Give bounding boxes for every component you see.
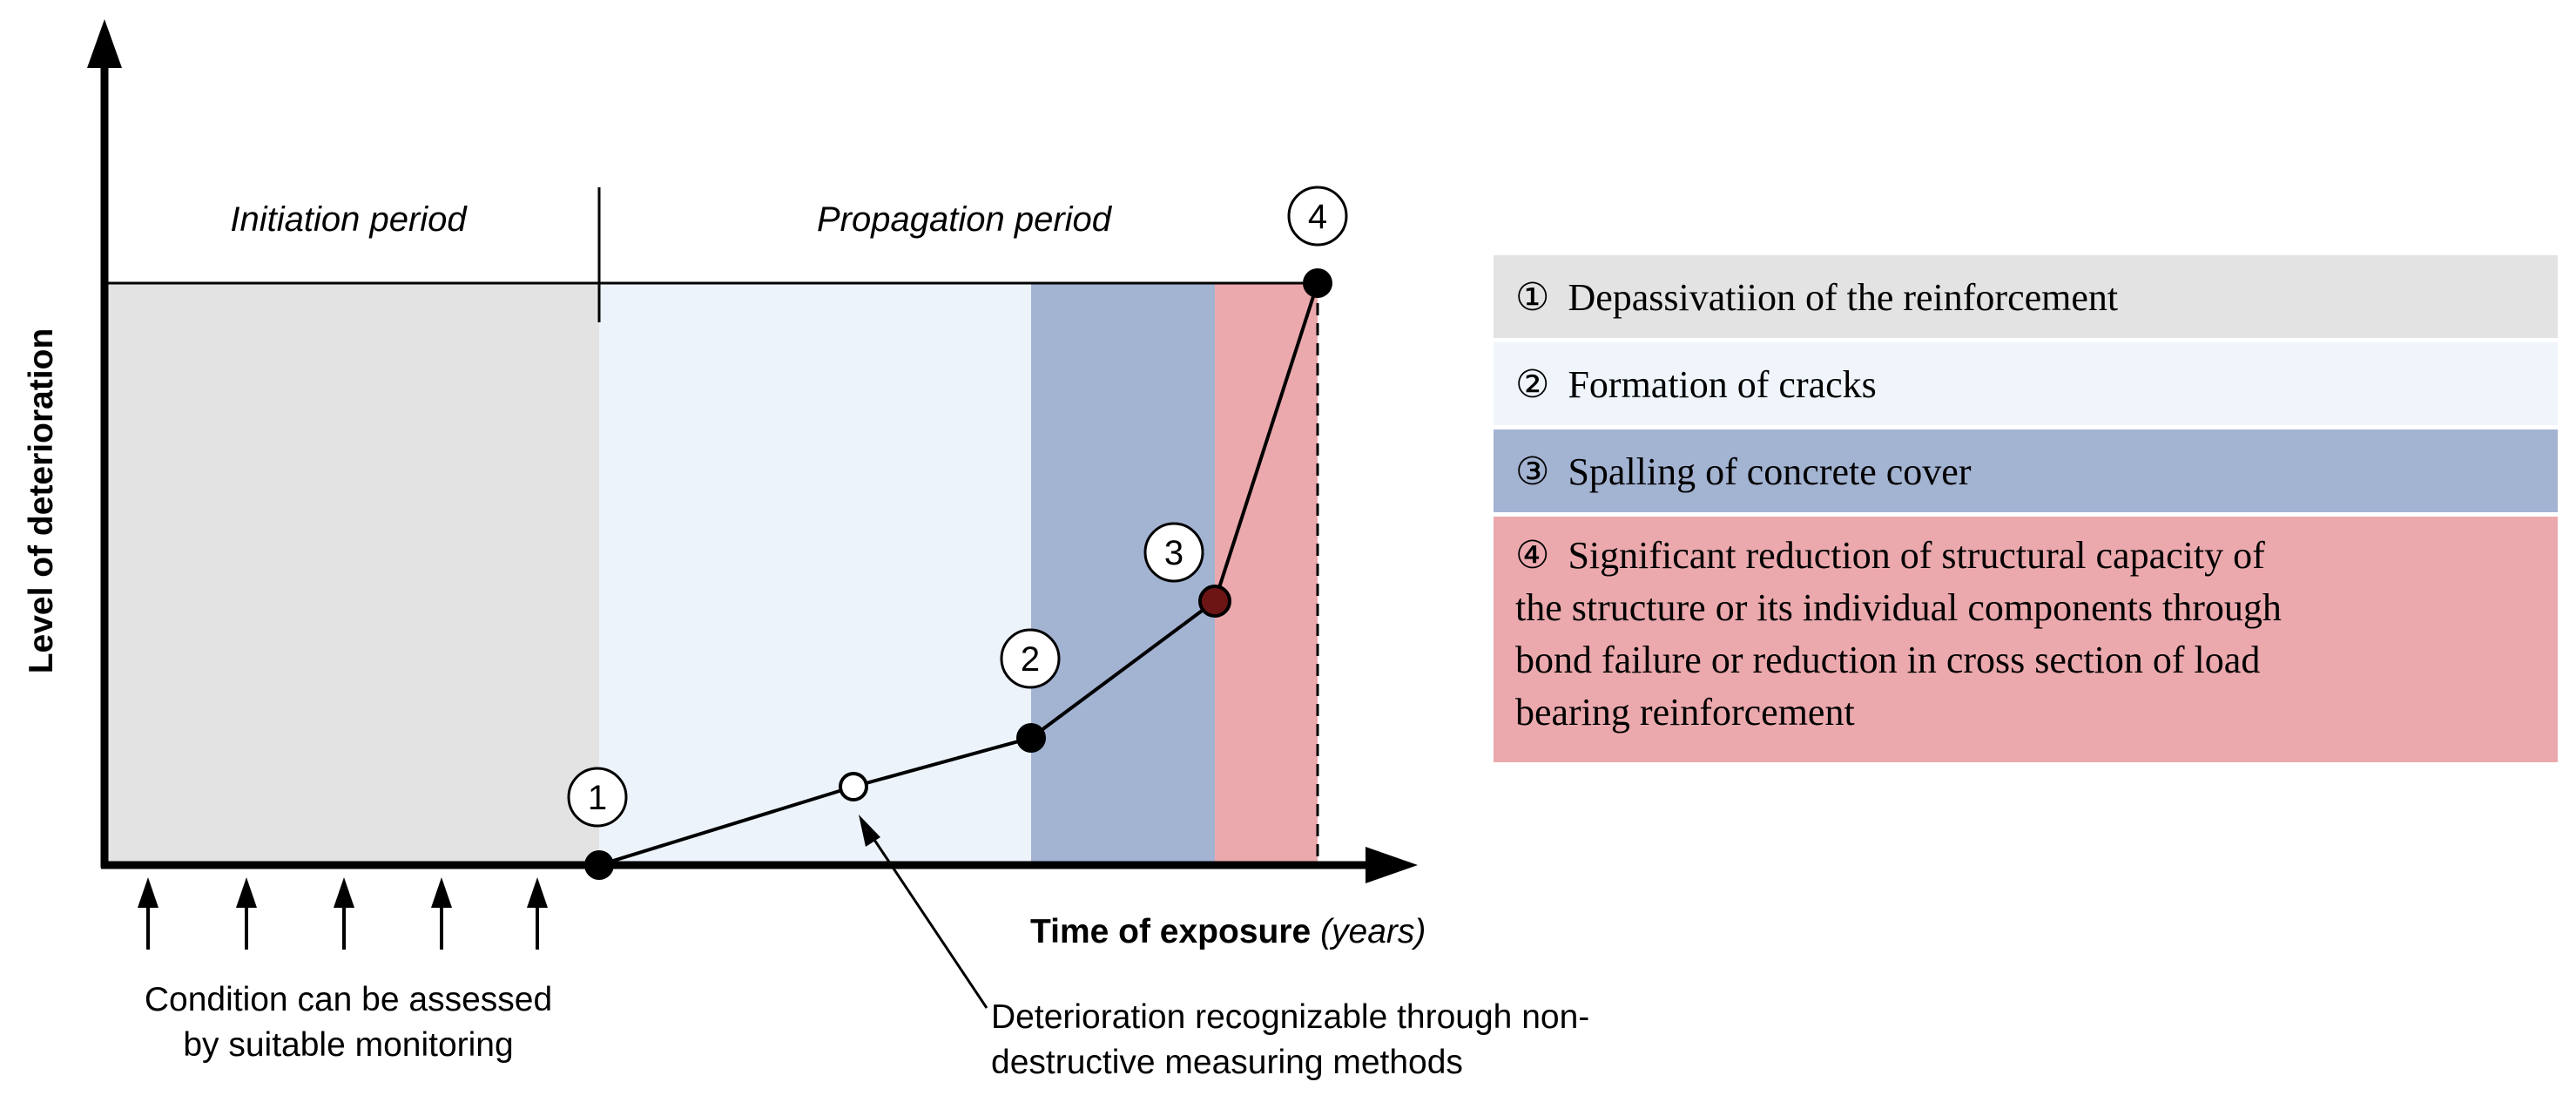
initiation-period-label: Initiation period [230, 200, 468, 239]
legend-text-4-line1: Significant reduction of structural capa… [1568, 534, 2265, 577]
legend-box-2 [1494, 342, 2558, 425]
legend-text-2: Formation of cracks [1568, 363, 1876, 406]
legend-marker-1: ① [1515, 276, 1549, 319]
y-axis-label: Level of deterioration [23, 328, 60, 674]
propagation-period-label: Propagation period [817, 200, 1113, 239]
legend-item-2: ② Formation of cracks [1515, 363, 1877, 406]
legend-marker-3: ③ [1515, 450, 1549, 493]
legend-text-4-line4: bearing reinforcement [1515, 691, 1855, 734]
monitoring-arrow-icon [236, 877, 257, 908]
stage-4-number: 4 [1308, 198, 1327, 236]
legend-text-1: Depassivatiion of the reinforcement [1568, 276, 2118, 319]
stage-2-point [1016, 723, 1046, 753]
legend: ① Depassivatiion of the reinforcement ② … [1494, 255, 2558, 762]
stage-2-badge: 2 [1000, 628, 1061, 689]
ndt-caption-line2: destructive measuring methods [991, 1044, 1463, 1081]
legend-marker-4: ④ [1515, 534, 1549, 577]
monitoring-caption-line1: Condition can be assessed [145, 981, 552, 1018]
legend-text-4-line3: bond failure or reduction in cross secti… [1515, 639, 2260, 681]
x-axis-label-unit: (years) [1320, 913, 1426, 950]
x-axis-label: Time of exposure (years) [1030, 913, 1426, 950]
x-axis-label-main: Time of exposure [1030, 913, 1311, 950]
monitoring-arrow-icon [431, 877, 452, 908]
legend-box-1 [1494, 255, 2558, 338]
legend-text-3: Spalling of concrete cover [1568, 450, 1971, 493]
stage-1-point [584, 850, 614, 880]
monitoring-arrow-icon [334, 877, 354, 908]
stage-4-point [1303, 268, 1332, 298]
stage-3-number: 3 [1164, 534, 1183, 572]
ndt-pointer-arrowhead [859, 815, 880, 847]
stage-1-number: 1 [588, 779, 607, 817]
legend-marker-2: ② [1515, 363, 1549, 406]
legend-item-4: ④ Significant reduction of structural ca… [1515, 534, 2265, 577]
legend-box-3 [1494, 429, 2558, 512]
monitoring-arrow-icon [527, 877, 548, 908]
legend-item-3: ③ Spalling of concrete cover [1515, 450, 1972, 493]
stage-4-badge: 4 [1287, 186, 1348, 247]
ndt-pointer-line [867, 831, 988, 1009]
monitoring-arrow-icon [138, 877, 158, 908]
initiation-region [105, 283, 599, 865]
ndt-caption-line1: Deterioration recognizable through non- [991, 998, 1589, 1036]
stage-3-badge: 3 [1143, 522, 1204, 583]
stage-2-number: 2 [1021, 640, 1040, 679]
x-axis-arrowhead [1366, 847, 1418, 883]
monitoring-caption-line2: by suitable monitoring [183, 1026, 513, 1064]
legend-text-4-line2: the structure or its individual componen… [1515, 586, 2282, 629]
cracks-region [599, 283, 1031, 865]
stage-3-point [1198, 585, 1231, 618]
capacity-loss-region [1215, 283, 1318, 865]
stage-1-badge: 1 [567, 767, 628, 828]
legend-item-1: ① Depassivatiion of the reinforcement [1515, 276, 2118, 319]
legend-box-4 [1494, 517, 2558, 762]
y-axis-arrowhead [87, 19, 122, 68]
monitoring-arrows [138, 877, 548, 950]
ndt-point [839, 772, 868, 801]
